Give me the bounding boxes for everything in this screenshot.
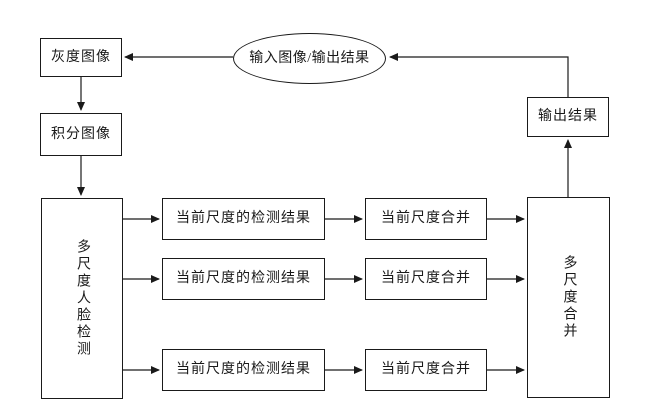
node-output-result: 输出结果 xyxy=(527,97,609,137)
node-output-result-label: 输出结果 xyxy=(538,109,598,125)
node-multiscale-merge-label: 多尺度合并 xyxy=(561,255,577,340)
node-current-scale-merge-3: 当前尺度合并 xyxy=(365,349,487,391)
node-current-scale-detect-result-2: 当前尺度的检测结果 xyxy=(162,258,325,300)
node-multiscale-merge: 多尺度合并 xyxy=(527,197,610,398)
node-multiscale-face-detection: 多尺度人脸检测 xyxy=(41,198,123,399)
node-integral-image-label: 积分图像 xyxy=(51,126,111,142)
node-current-scale-merge-2-label: 当前尺度合并 xyxy=(381,271,471,287)
node-current-scale-detect-result-3: 当前尺度的检测结果 xyxy=(162,349,325,391)
node-gray-image: 灰度图像 xyxy=(40,38,122,77)
arrow-output-to-io-terminal xyxy=(389,53,569,97)
node-gray-image-label: 灰度图像 xyxy=(51,49,111,65)
node-input-output-terminal-label: 输入图像/输出结果 xyxy=(249,50,370,66)
node-current-scale-detect-result-1-label: 当前尺度的检测结果 xyxy=(176,211,311,227)
node-integral-image: 积分图像 xyxy=(40,113,122,156)
node-current-scale-merge-3-label: 当前尺度合并 xyxy=(381,362,471,378)
node-current-scale-detect-result-2-label: 当前尺度的检测结果 xyxy=(176,271,311,287)
node-current-scale-detect-result-1: 当前尺度的检测结果 xyxy=(162,198,325,240)
node-current-scale-merge-1-label: 当前尺度合并 xyxy=(381,211,471,227)
node-input-output-terminal: 输入图像/输出结果 xyxy=(233,33,386,84)
node-multiscale-face-detection-label: 多尺度人脸检测 xyxy=(75,239,90,358)
node-current-scale-detect-result-3-label: 当前尺度的检测结果 xyxy=(176,362,311,378)
node-current-scale-merge-2: 当前尺度合并 xyxy=(365,258,487,300)
node-current-scale-merge-1: 当前尺度合并 xyxy=(365,198,487,240)
